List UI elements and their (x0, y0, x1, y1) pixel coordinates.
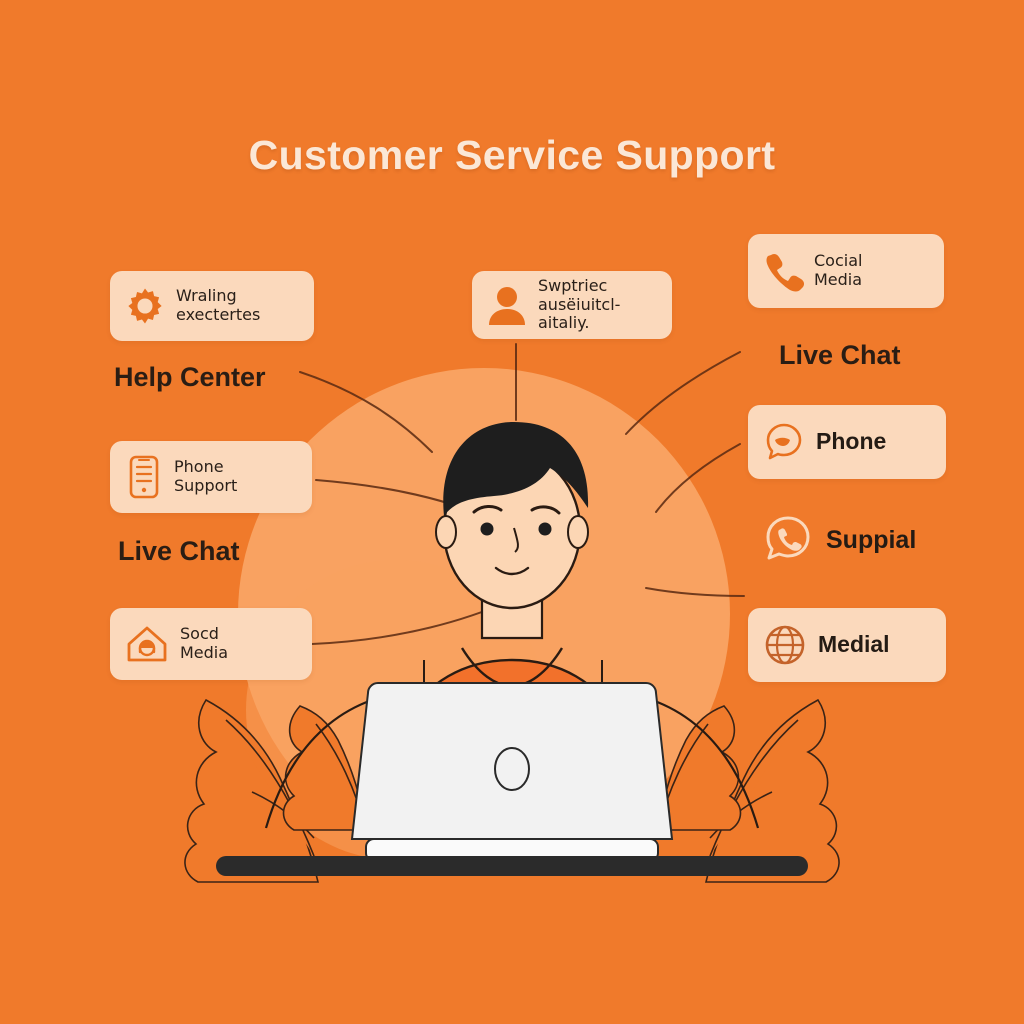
globe-icon (762, 622, 808, 668)
label-help-center: Help Center (114, 362, 266, 392)
page-title: Customer Service Support (248, 132, 776, 178)
badge-phone-support[interactable]: Phone Support (110, 441, 312, 513)
badge-label: Socd Media (180, 624, 229, 662)
halo-circle-secondary (246, 560, 546, 860)
badge-label: Wraling exectertes (176, 286, 261, 324)
badge-label: Medial (818, 631, 890, 658)
desk-surface (216, 856, 808, 876)
badge-social-media[interactable]: Socd Media (110, 608, 312, 680)
chat-bubble-icon (762, 420, 806, 464)
row-label: Suppial (826, 526, 917, 554)
badge-cocial-media[interactable]: Cocial Media (748, 234, 944, 308)
badge-label: Swptriec ausëiuitcl- aitaliy. (538, 275, 621, 333)
phone-document-icon (124, 453, 164, 501)
badge-label: Cocial Media (814, 251, 863, 289)
badge-support-person[interactable]: Swptriec ausëiuitcl- aitaliy. (472, 271, 672, 339)
badge-label: Phone Support (174, 457, 238, 495)
badge-help-center[interactable]: Wraling exectertes (110, 271, 314, 341)
whatsapp-icon (762, 512, 814, 569)
badge-phone[interactable]: Phone (748, 405, 946, 479)
home-headset-icon (124, 622, 170, 666)
label-live-chat-left: Live Chat (118, 536, 240, 566)
label-live-chat-right: Live Chat (779, 340, 901, 370)
gear-icon (124, 285, 166, 327)
phone-handset-icon (762, 250, 804, 292)
badge-label: Phone (816, 428, 887, 455)
row-suppial[interactable]: Suppial (762, 512, 916, 569)
user-icon (486, 283, 528, 327)
badge-medial[interactable]: Medial (748, 608, 946, 682)
